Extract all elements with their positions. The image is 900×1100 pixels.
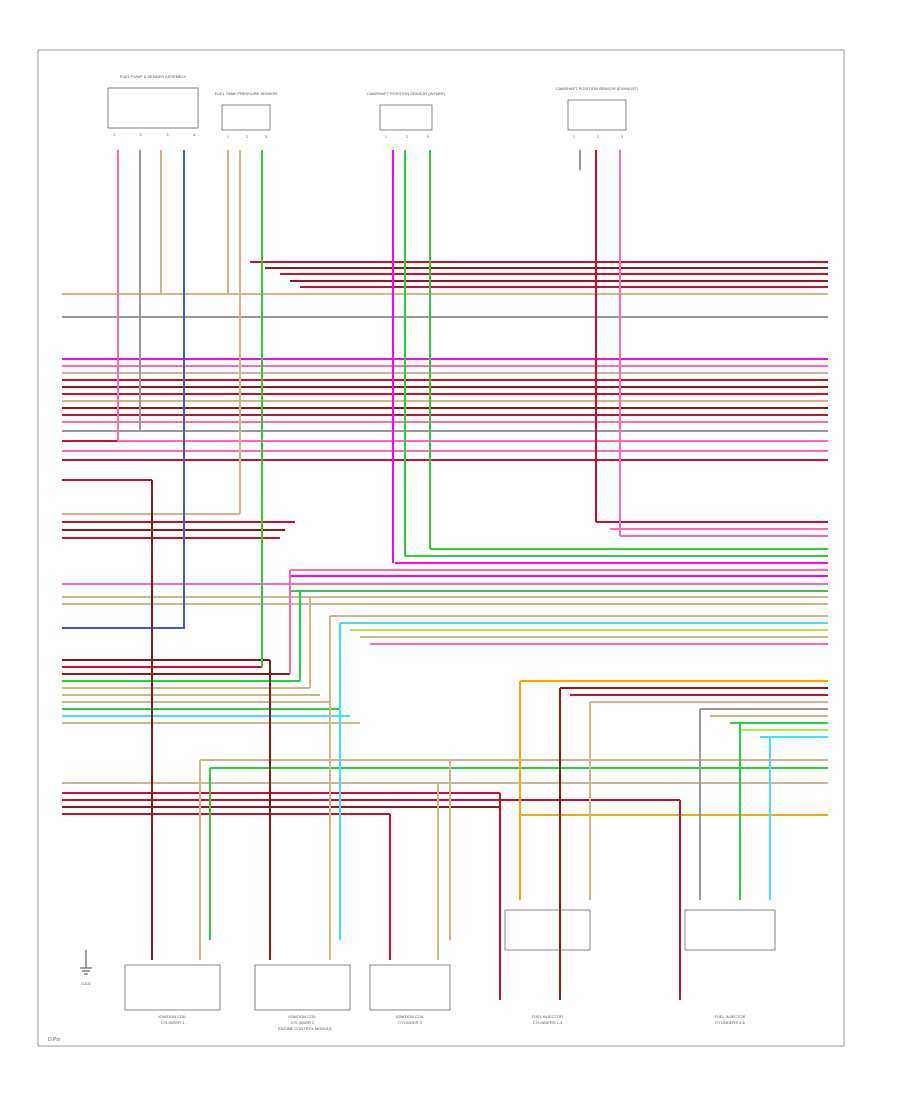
component-name: IGNITION COIL	[396, 1014, 425, 1019]
pin-label: 1	[113, 132, 116, 137]
component-sub: CYLINDER 1	[161, 1020, 185, 1025]
pin-label: 3	[166, 132, 169, 137]
component-sub: CYLINDER 3	[398, 1020, 422, 1025]
component-box	[369, 964, 451, 1011]
connector-box	[379, 104, 433, 131]
connector-box	[107, 87, 199, 129]
pin-label: 2	[246, 134, 249, 139]
component-name: FUEL INJECTOR	[714, 1014, 745, 1019]
connector-box	[221, 104, 271, 131]
pin-label: 1	[385, 134, 388, 139]
pin-label: 2	[406, 134, 409, 139]
wire-vertical	[117, 150, 828, 442]
pin-label: 3	[427, 134, 430, 139]
wires-layer	[62, 150, 828, 1000]
pin-label: 2	[597, 134, 600, 139]
module-label: ENGINE CONTROL MODULE	[278, 1026, 332, 1031]
component-name: IGNITION COIL	[158, 1014, 187, 1019]
components-layer	[80, 87, 776, 1011]
component-sub: CYLINDERS 1-3	[533, 1020, 564, 1025]
pin-label: 3	[621, 134, 624, 139]
connector-title: FUEL TANK PRESSURE SENSOR	[215, 91, 278, 96]
ground-label: G101	[81, 981, 92, 986]
pin-label: 2	[140, 132, 143, 137]
component-sub: CYLINDERS 4-6	[715, 1020, 746, 1025]
component-box	[504, 909, 591, 951]
page-code: D.Pin	[48, 1037, 60, 1043]
connector-box	[567, 99, 627, 131]
connector-title: FUEL PUMP & SENDER ASSEMBLY	[120, 74, 187, 79]
connector-title: CAMSHAFT POSITION SENSOR (INTAKE)	[367, 91, 446, 96]
diagram-border	[37, 49, 845, 1047]
component-box	[254, 964, 351, 1011]
pin-label: 1	[573, 134, 576, 139]
pin-label: 1	[227, 134, 230, 139]
pin-label: 3	[265, 134, 268, 139]
connector-title: CAMSHAFT POSITION SENSOR (EXHAUST)	[556, 86, 639, 91]
component-box	[684, 909, 776, 951]
component-name: IGNITION COIL	[288, 1014, 317, 1019]
labels-layer: FUEL PUMP & SENDER ASSEMBLY 1 2 3 4 FUEL TANK…	[113, 74, 746, 1025]
component-name: FUEL INJECTOR	[532, 1014, 563, 1019]
component-sub: CYLINDER 2	[291, 1020, 315, 1025]
component-box	[124, 964, 221, 1011]
pin-label: 4	[193, 132, 196, 137]
